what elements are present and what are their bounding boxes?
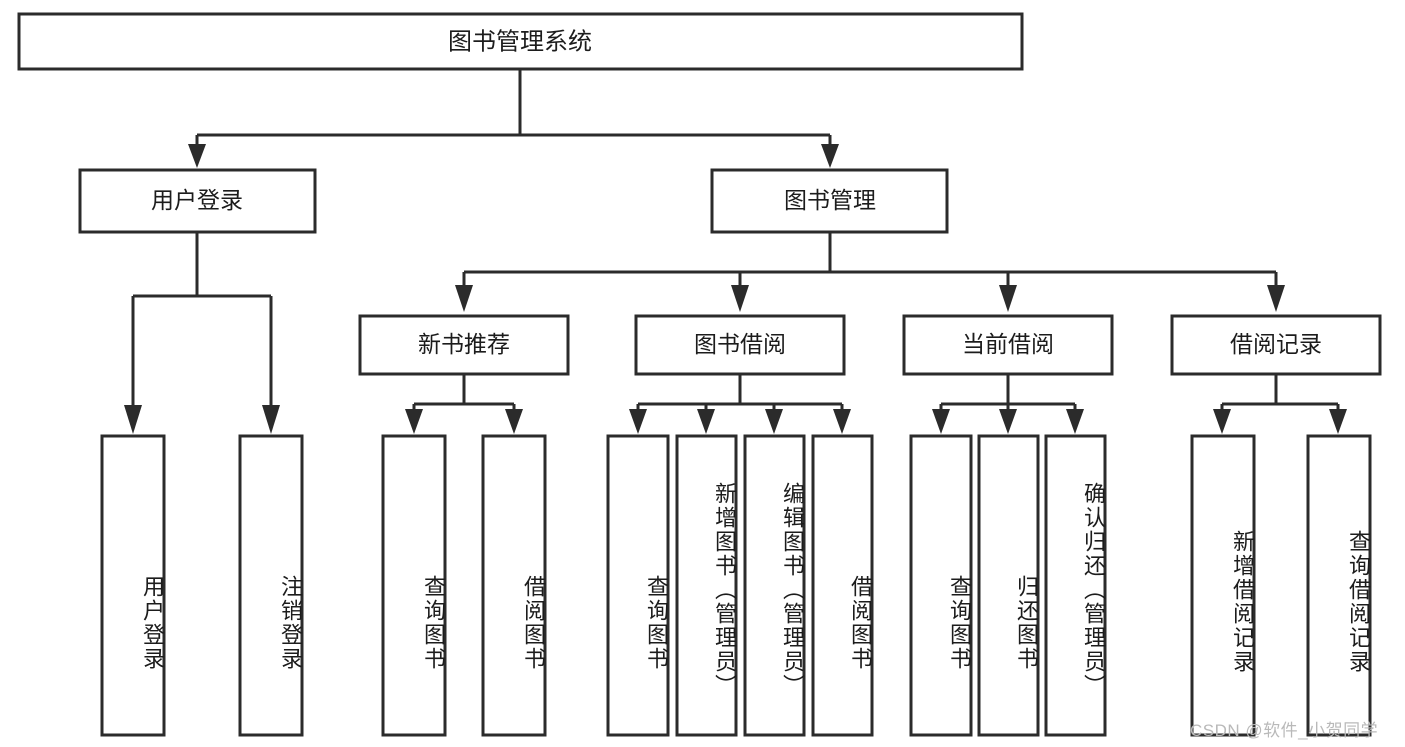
arrow-to-leaf-add-record [1213, 409, 1231, 434]
arrow-to-leaf-user-login [124, 405, 142, 434]
arrow-to-borrow-record [1267, 285, 1285, 312]
node-new-book-recommend-label: 新书推荐 [418, 331, 510, 357]
arrow-to-leaf-return-book [999, 409, 1017, 434]
arrow-to-leaf-add-book [697, 409, 715, 434]
node-book-management-box[interactable] [710, 168, 949, 234]
node-borrow-record-label: 借阅记录 [1230, 331, 1322, 357]
node-root[interactable]: 图书管理系统 [17, 12, 1024, 71]
leaf-box-borrow-book-1[interactable] [481, 434, 547, 737]
arrow-to-leaf-confirm-return [1066, 409, 1084, 434]
arrow-to-leaf-borrow-book-2 [833, 409, 851, 434]
arrow-to-leaf-logout [262, 405, 280, 434]
leaf-box-query-book-1[interactable] [381, 434, 447, 737]
leaf-box-query-book-2[interactable] [606, 434, 670, 737]
node-book-management[interactable]: 图书管理 [710, 168, 949, 234]
node-current-borrow-label: 当前借阅 [962, 331, 1054, 357]
connector-group-user-login [124, 232, 280, 434]
arrow-to-leaf-borrow-book-1 [505, 409, 523, 434]
connector-group-current-borrow [932, 374, 1084, 434]
connector-group-borrow-record [1213, 374, 1347, 434]
connector-group-book-management [455, 232, 1285, 312]
leaf-box-confirm-return[interactable] [1044, 434, 1107, 737]
node-root-label: 图书管理系统 [448, 28, 592, 55]
node-new-book-recommend[interactable]: 新书推荐 [358, 314, 570, 376]
arrow-to-leaf-query-book-1 [405, 409, 423, 434]
arrow-to-current-borrow [999, 285, 1017, 312]
arrow-to-leaf-edit-book [765, 409, 783, 434]
leaf-box-query-book-3[interactable] [909, 434, 973, 737]
connector-group-new-book-recommend [405, 374, 523, 434]
arrow-to-leaf-query-book-2 [629, 409, 647, 434]
arrow-to-leaf-query-book-3 [932, 409, 950, 434]
leaf-box-query-record[interactable] [1306, 434, 1372, 737]
node-user-login-label: 用户登录 [151, 187, 243, 213]
leaf-box-borrow-book-2[interactable] [811, 434, 874, 737]
connector-group-book-borrow [629, 374, 851, 434]
node-current-borrow[interactable]: 当前借阅 [902, 314, 1114, 376]
node-book-borrow[interactable]: 图书借阅 [634, 314, 846, 376]
arrow-to-book-borrow [731, 285, 749, 312]
arrow-root-to-user-login [188, 144, 206, 168]
leaf-box-add-record[interactable] [1190, 434, 1256, 737]
node-book-borrow-box[interactable] [634, 314, 846, 376]
arrow-to-leaf-query-record [1329, 409, 1347, 434]
connector-group-root [188, 69, 839, 168]
leaf-box-user-login[interactable] [100, 434, 166, 737]
leaf-box-return-book[interactable] [977, 434, 1040, 737]
leaf-boxes [100, 434, 1372, 737]
node-book-management-label: 图书管理 [784, 187, 876, 213]
node-book-borrow-label: 图书借阅 [694, 331, 786, 357]
leaf-box-edit-book[interactable] [743, 434, 806, 737]
arrow-root-to-book-management [821, 144, 839, 168]
node-user-login-box[interactable] [78, 168, 317, 234]
leaf-box-add-book[interactable] [675, 434, 738, 737]
node-root-box[interactable] [17, 12, 1024, 71]
watermark-text: CSDN @软件_小贺同学 [1190, 721, 1379, 740]
node-current-borrow-box[interactable] [902, 314, 1114, 376]
node-borrow-record-box[interactable] [1170, 314, 1382, 376]
leaf-box-logout[interactable] [238, 434, 304, 737]
node-new-book-recommend-box[interactable] [358, 314, 570, 376]
node-user-login[interactable]: 用户登录 [78, 168, 317, 234]
node-borrow-record[interactable]: 借阅记录 [1170, 314, 1382, 376]
arrow-to-new-book-recommend [455, 285, 473, 312]
